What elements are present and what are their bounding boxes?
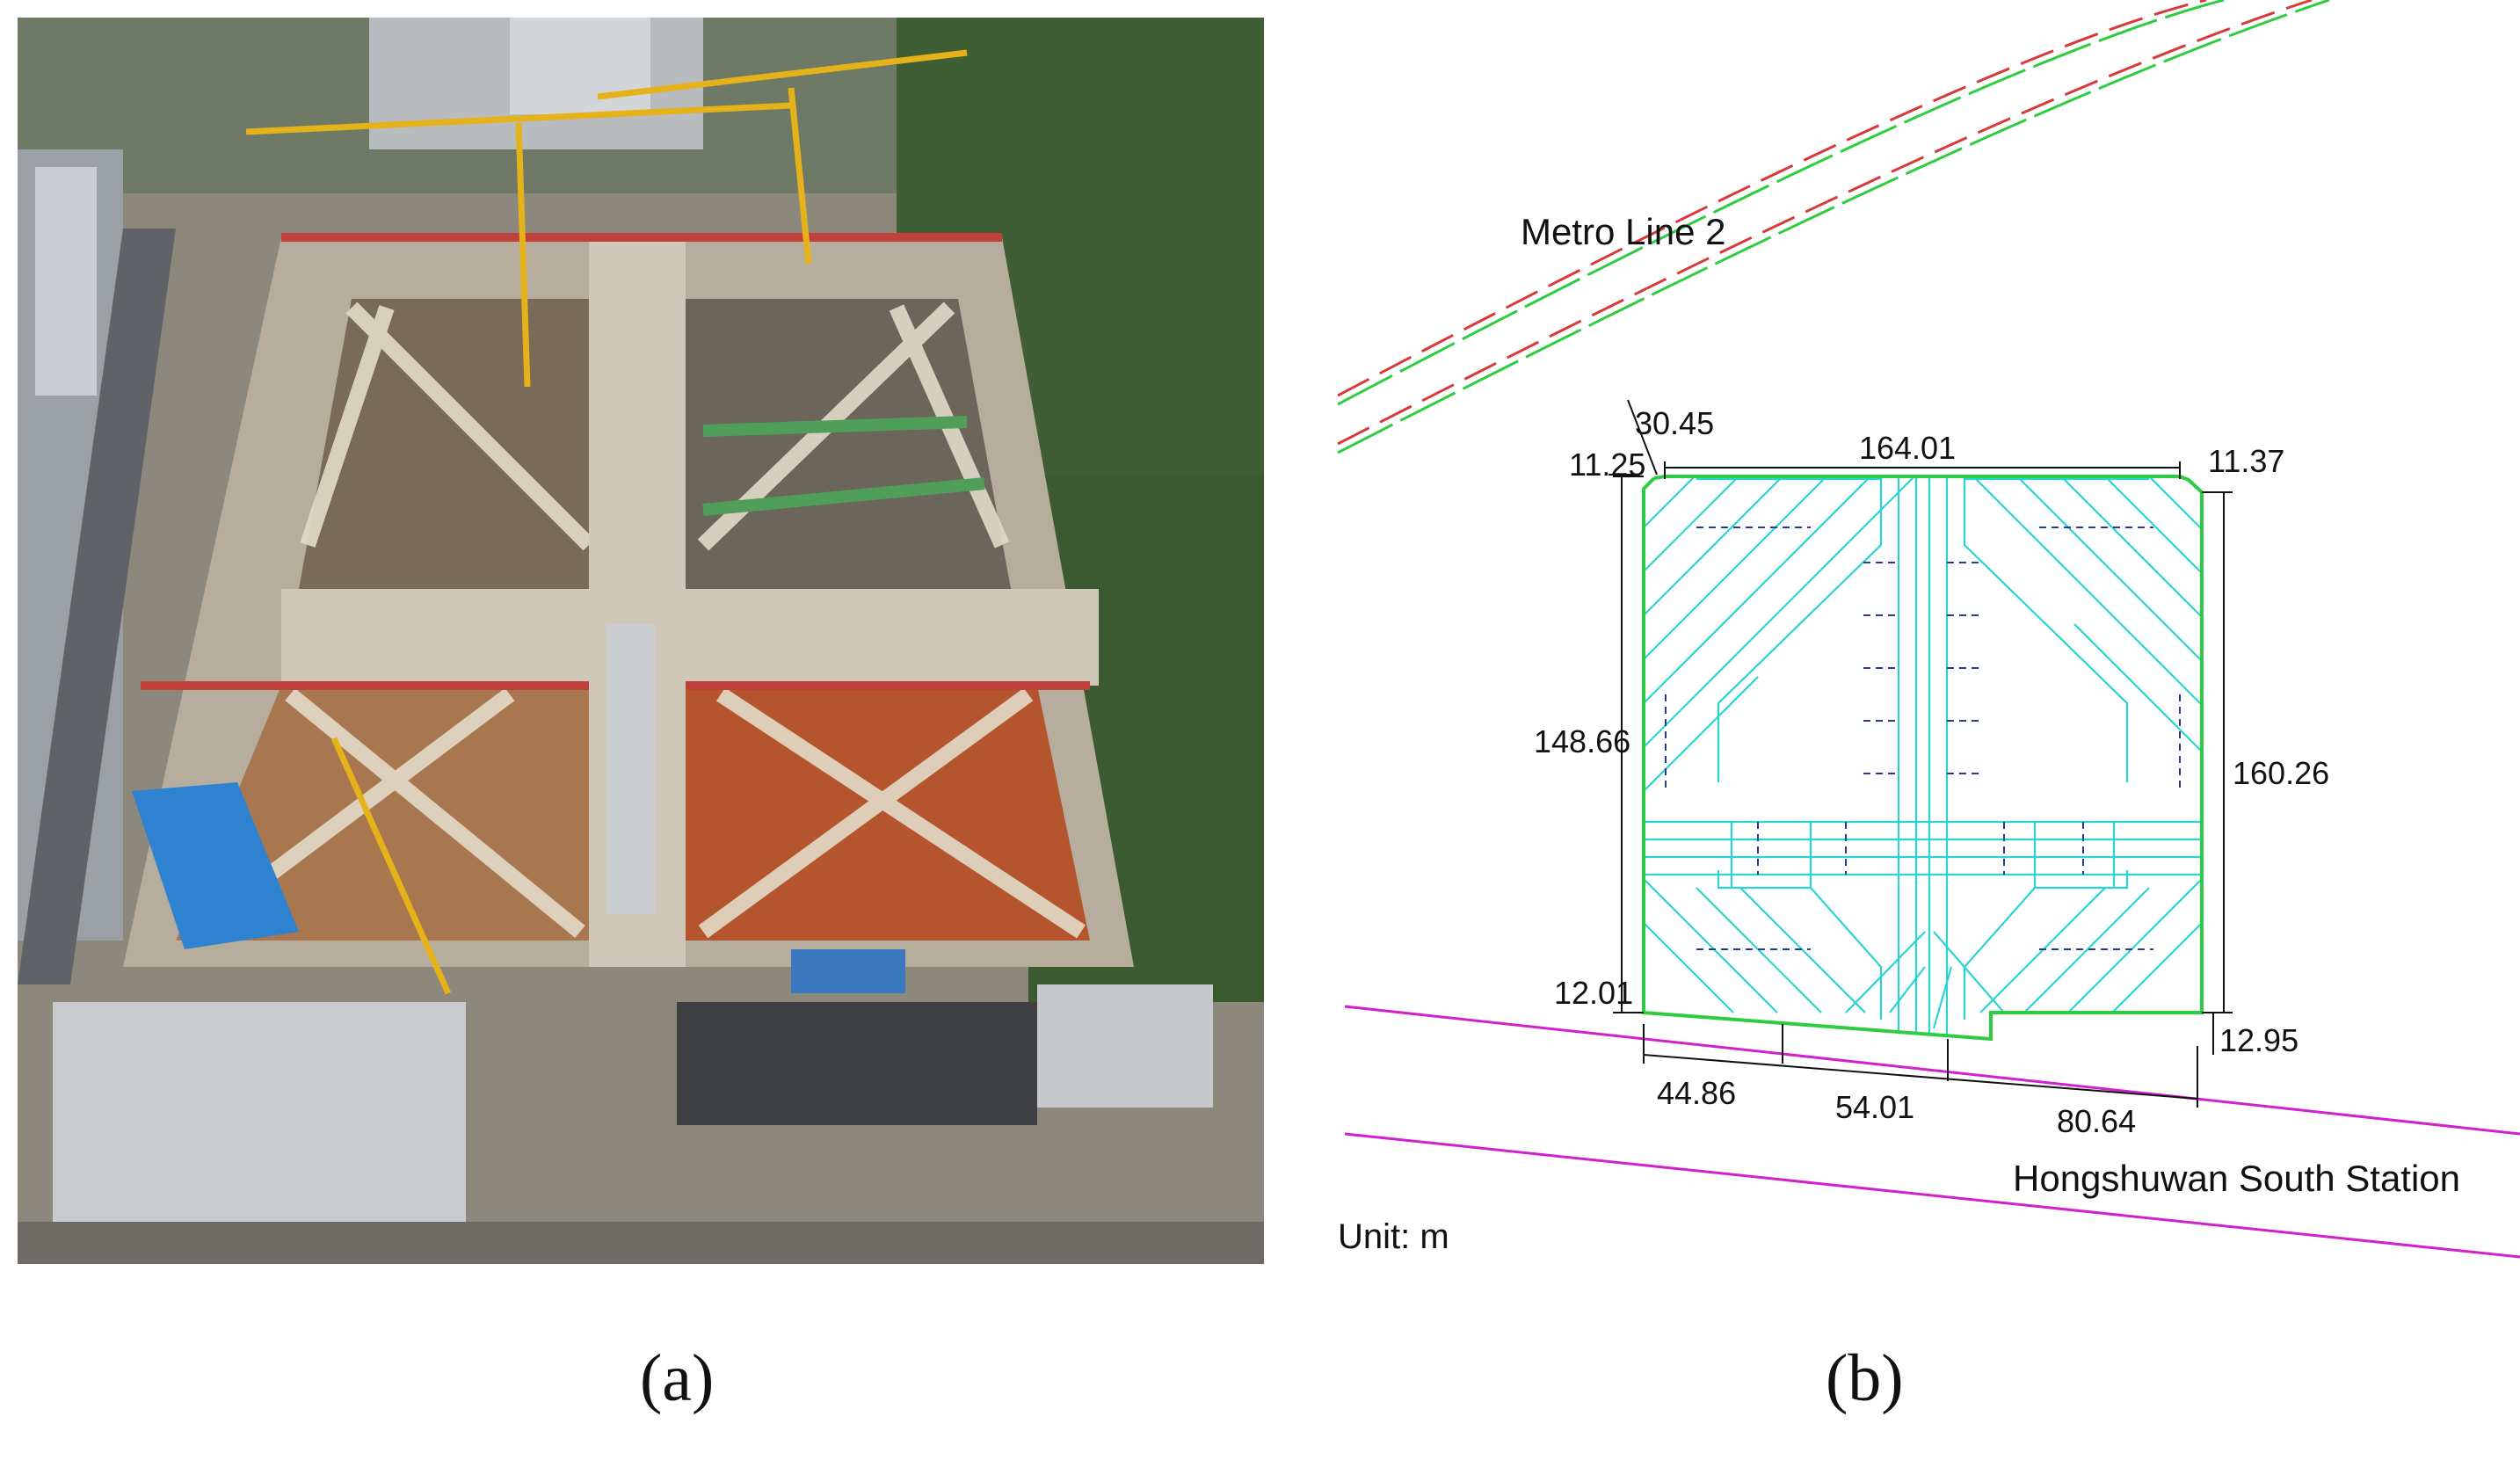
- dim-bottom-right-offset: 12.95: [2219, 1022, 2299, 1058]
- pit-outline: [1642, 475, 2204, 1042]
- aerial-photo: [18, 18, 1264, 1264]
- dim-bottom-left-offset: 12.01: [1554, 975, 1633, 1011]
- metro-track-green-1: [1337, 0, 2225, 406]
- metro-track-red-1: [1337, 0, 2207, 397]
- corner-braces: [1644, 476, 2202, 1039]
- dim-left-height: 148.66: [1534, 723, 1630, 759]
- unit-label: Unit: m: [1338, 1217, 1449, 1256]
- station-line-bottom: [1344, 1132, 2520, 1259]
- station-label: Hongshuwan South Station: [2013, 1158, 2460, 1199]
- caption-b: (b): [1826, 1341, 1904, 1415]
- metro-line-label: Metro Line 2: [1521, 211, 1725, 252]
- metro-line-2-tracks: [1337, 0, 2330, 454]
- metro-track-green-2: [1337, 0, 2330, 454]
- dim-right-height: 160.26: [2233, 755, 2329, 791]
- dim-bottom-segment-3: 80.64: [2057, 1103, 2136, 1139]
- plan-drawing: Metro Line 2 Hongshuwan South Station Un…: [1318, 0, 2520, 1283]
- dim-bottom-segment-2: 54.01: [1835, 1089, 1914, 1125]
- dimension-values: 164.01 30.45 11.25 11.37 148.66 160.26 1…: [1534, 405, 2329, 1139]
- station-lines: [1344, 1005, 2520, 1259]
- caption-a: (a): [640, 1341, 715, 1415]
- plan-drawing-svg: Metro Line 2 Hongshuwan South Station Un…: [1337, 0, 2520, 1259]
- dashed-waling: [1665, 527, 2181, 950]
- strut-system: [1644, 476, 2202, 1039]
- dim-top-chamfer-diag: 30.45: [1635, 405, 1714, 441]
- dim-top-width: 164.01: [1859, 430, 1956, 466]
- dimension-lines: [1609, 399, 2233, 1108]
- aerial-photo-illustration: [18, 18, 1264, 1264]
- dim-bottom-segment-1: 44.86: [1657, 1075, 1736, 1111]
- station-line-top: [1344, 1005, 2520, 1136]
- dim-top-right-chamfer: 11.37: [2208, 443, 2284, 479]
- metro-track-red-2: [1337, 0, 2313, 446]
- dim-top-left-chamfer: 11.25: [1569, 447, 1645, 483]
